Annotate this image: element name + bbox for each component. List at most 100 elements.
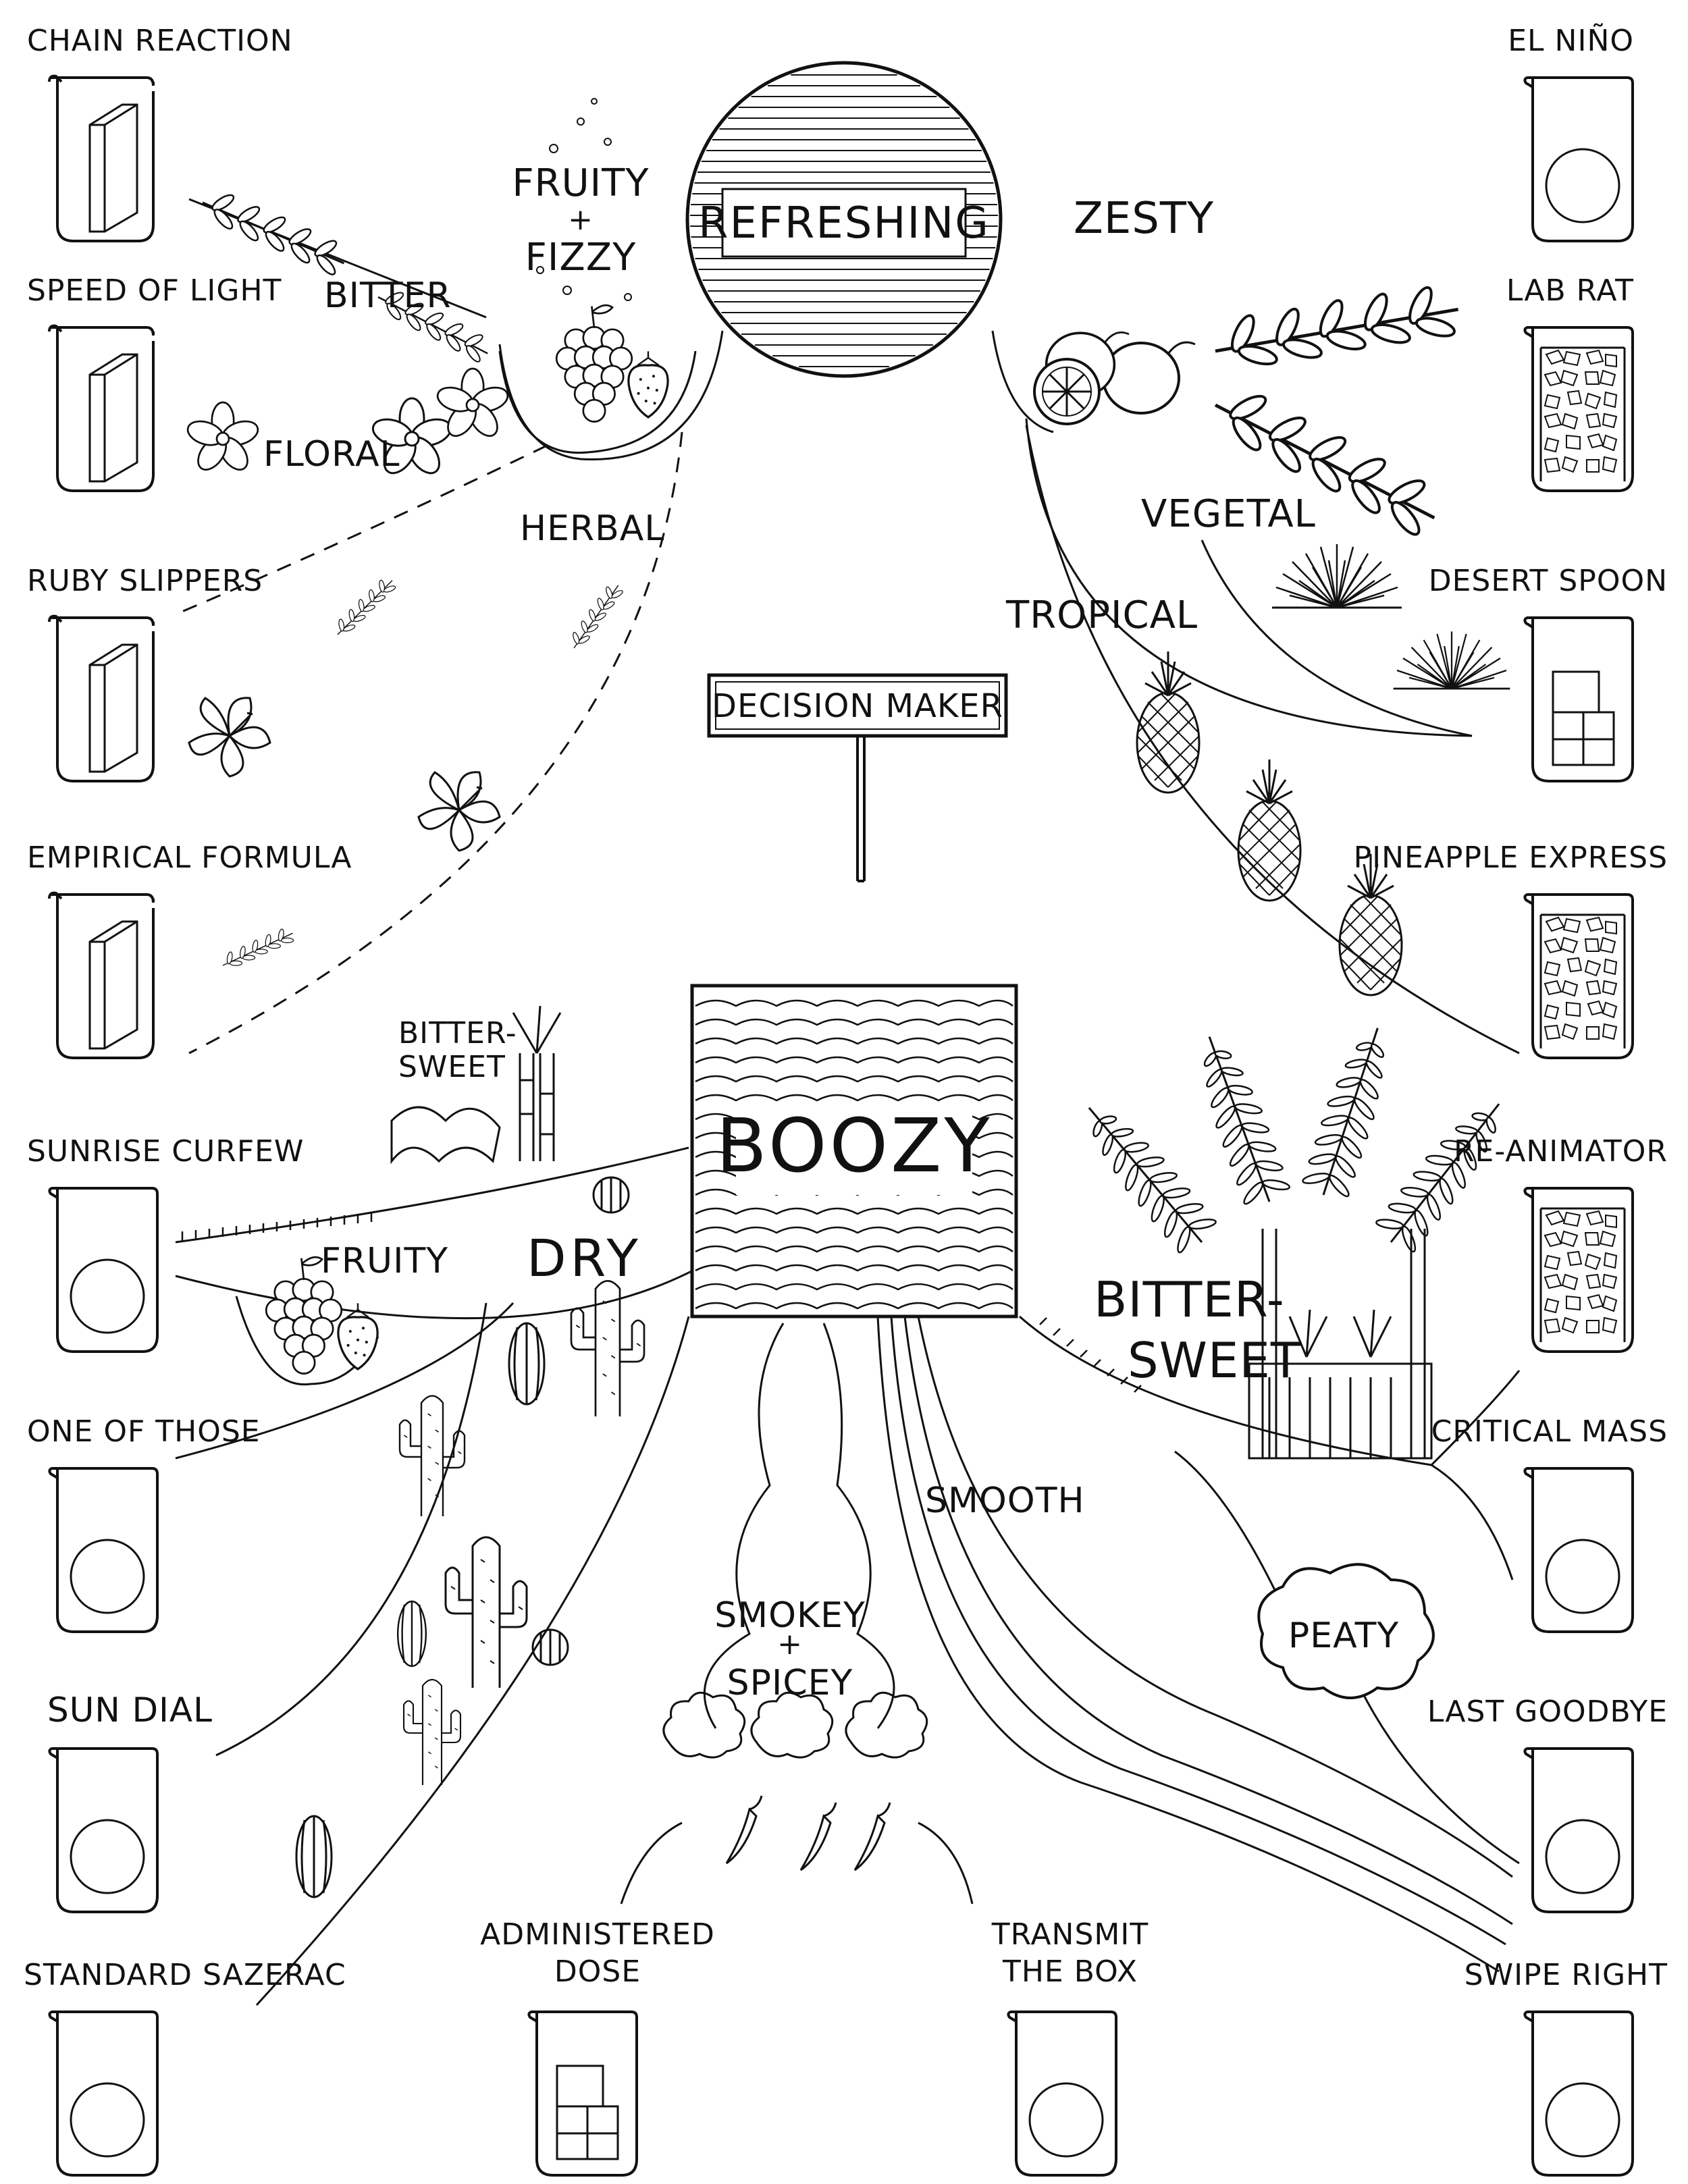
beaker-el-nino[interactable]: EL NIÑO bbox=[1508, 23, 1634, 242]
svg-text:+: + bbox=[777, 1627, 803, 1661]
beaker-transmit-the-box[interactable]: TRANSMIT THE BOX bbox=[991, 1917, 1149, 2177]
drink-label: RUBY SLIPPERS bbox=[27, 564, 263, 598]
agave-icon bbox=[1271, 543, 1403, 609]
pineapple-icon bbox=[1338, 853, 1403, 996]
beaker-empirical-formula[interactable]: EMPIRICAL FORMULA bbox=[27, 841, 352, 1059]
category-labels: FRUITY + FIZZY BITTER FLORAL HERBAL ZEST… bbox=[263, 161, 1399, 1703]
peaty-cloud-icon bbox=[1257, 1563, 1435, 1699]
beaker-pineapple-express[interactable]: PINEAPPLE EXPRESS bbox=[1354, 841, 1668, 1059]
drink-label: CHAIN REACTION bbox=[27, 24, 293, 58]
beaker-administered-dose[interactable]: ADMINISTERED DOSE bbox=[480, 1917, 715, 2177]
grapes-icon bbox=[555, 304, 633, 423]
agave-icon bbox=[1392, 631, 1511, 690]
smoke-puff-icon bbox=[845, 1691, 928, 1759]
fern-icon bbox=[1298, 1019, 1404, 1204]
fern-icon bbox=[1369, 1087, 1521, 1260]
sugar-cane-icon bbox=[512, 1005, 562, 1161]
wave-line bbox=[695, 1075, 1013, 1083]
beaker-desert-spoon[interactable]: DESERT SPOON bbox=[1429, 564, 1668, 782]
drink-label: PINEAPPLE EXPRESS bbox=[1354, 841, 1668, 875]
beaker-last-goodbye[interactable]: LAST GOODBYE bbox=[1427, 1695, 1668, 1913]
beaker-ruby-slippers[interactable]: RUBY SLIPPERS bbox=[27, 564, 263, 782]
beaker-re-animator[interactable]: RE-ANIMATOR bbox=[1454, 1134, 1668, 1353]
wave-line bbox=[695, 999, 1013, 1007]
beaker-sunrise-curfew[interactable]: SUNRISE CURFEW bbox=[27, 1134, 304, 1353]
boozy-box: BOOZY bbox=[690, 984, 1018, 1319]
drink-label: SPEED OF LIGHT bbox=[27, 273, 282, 308]
drink-label: ADMINISTERED bbox=[480, 1917, 715, 1952]
boozy-label: BOOZY bbox=[716, 1102, 992, 1189]
category-herbal-label: HERBAL bbox=[520, 508, 664, 549]
beaker-standard-sazerac[interactable]: STANDARD SAZERAC bbox=[24, 1958, 346, 2177]
wave-line bbox=[695, 1018, 1013, 1026]
category-fruity-fizzy-label: FRUITY bbox=[512, 161, 649, 205]
hibiscus-icon bbox=[188, 697, 271, 778]
svg-text:DOSE: DOSE bbox=[554, 1954, 641, 1989]
hibiscus-icon bbox=[417, 771, 501, 852]
barrel-cactus-icon bbox=[295, 1815, 333, 1898]
pineapple-icon bbox=[1237, 758, 1302, 902]
svg-text:+: + bbox=[568, 203, 594, 237]
wave-line bbox=[695, 1264, 1013, 1272]
beaker-chain-reaction[interactable]: CHAIN REACTION bbox=[27, 24, 293, 243]
category-zesty-label: ZESTY bbox=[1074, 194, 1214, 244]
lemon-slice-icon bbox=[1033, 358, 1101, 425]
wave-line bbox=[695, 1283, 1013, 1291]
barrel-cactus-icon bbox=[508, 1322, 546, 1406]
category-fruity-label: FRUITY bbox=[321, 1241, 448, 1281]
herb-sprig-icon bbox=[566, 575, 627, 658]
beaker-lab-rat[interactable]: LAB RAT bbox=[1506, 273, 1634, 492]
wave-line bbox=[695, 1094, 1013, 1102]
svg-text:FIZZY: FIZZY bbox=[525, 236, 637, 279]
lemon-icon bbox=[1102, 341, 1196, 415]
beaker-one-of-those[interactable]: ONE OF THOSE bbox=[27, 1414, 261, 1633]
drink-label: DESERT SPOON bbox=[1429, 564, 1668, 598]
floral-flower-icon bbox=[184, 401, 262, 476]
drink-label: TRANSMIT bbox=[991, 1917, 1149, 1952]
wave-line bbox=[695, 1302, 1013, 1310]
pineapple-icon bbox=[1136, 650, 1201, 794]
category-floral-label: FLORAL bbox=[263, 434, 400, 475]
refreshing-label: REFRESHING bbox=[698, 198, 990, 248]
chili-pepper-icon bbox=[725, 1794, 763, 1865]
drink-label: CRITICAL MASS bbox=[1431, 1414, 1668, 1449]
svg-text:SWEET: SWEET bbox=[398, 1050, 506, 1084]
connector-lines bbox=[175, 198, 1521, 2006]
refreshing-circle: REFRESHING bbox=[685, 61, 1003, 378]
drink-label: SUN DIAL bbox=[47, 1690, 213, 1730]
fern-icon bbox=[1184, 1027, 1295, 1212]
beaker-speed-of-light[interactable]: SPEED OF LIGHT bbox=[27, 273, 282, 492]
wave-line bbox=[695, 1056, 1013, 1064]
beaker-swipe-right[interactable]: SWIPE RIGHT bbox=[1465, 1958, 1668, 2177]
fizz-bubbles-icon bbox=[536, 98, 632, 301]
category-peaty-label: PEATY bbox=[1288, 1616, 1399, 1656]
wave-line bbox=[695, 1037, 1013, 1045]
drink-label: ONE OF THOSE bbox=[27, 1414, 261, 1449]
round-cactus-icon bbox=[592, 1176, 630, 1214]
chili-pepper-icon bbox=[799, 1801, 837, 1871]
wave-line bbox=[695, 1245, 1013, 1253]
category-bitter-label: BITTER bbox=[324, 275, 452, 316]
drink-label: EMPIRICAL FORMULA bbox=[27, 841, 352, 875]
category-bittersweet-big-label: BITTER- bbox=[1094, 1271, 1285, 1328]
fern-icon bbox=[1068, 1090, 1223, 1260]
herb-sprig-icon bbox=[331, 566, 400, 649]
svg-text:THE BOX: THE BOX bbox=[1002, 1954, 1138, 1989]
beaker-critical-mass[interactable]: CRITICAL MASS bbox=[1431, 1414, 1668, 1633]
round-cactus-icon bbox=[531, 1628, 569, 1666]
category-smokey-spicey-label: SMOKEY bbox=[714, 1595, 866, 1636]
wave-line bbox=[695, 1226, 1013, 1234]
category-dry-label: DRY bbox=[527, 1228, 642, 1288]
beaker-sun-dial[interactable]: SUN DIAL bbox=[47, 1690, 213, 1913]
category-bittersweet-small-label: BITTER- bbox=[398, 1016, 517, 1050]
category-smooth-label: SMOOTH bbox=[925, 1481, 1085, 1521]
sugar-cane-bundle-icon bbox=[1248, 1229, 1433, 1460]
fruit-bowl-icon bbox=[498, 350, 697, 454]
bitter-sprig-icon bbox=[193, 187, 353, 280]
drink-label: RE-ANIMATOR bbox=[1454, 1134, 1668, 1169]
drink-label: LAB RAT bbox=[1506, 273, 1634, 308]
drink-label: EL NIÑO bbox=[1508, 23, 1634, 58]
barrel-cactus-icon bbox=[397, 1600, 427, 1668]
herb-sprig-icon bbox=[217, 911, 298, 988]
